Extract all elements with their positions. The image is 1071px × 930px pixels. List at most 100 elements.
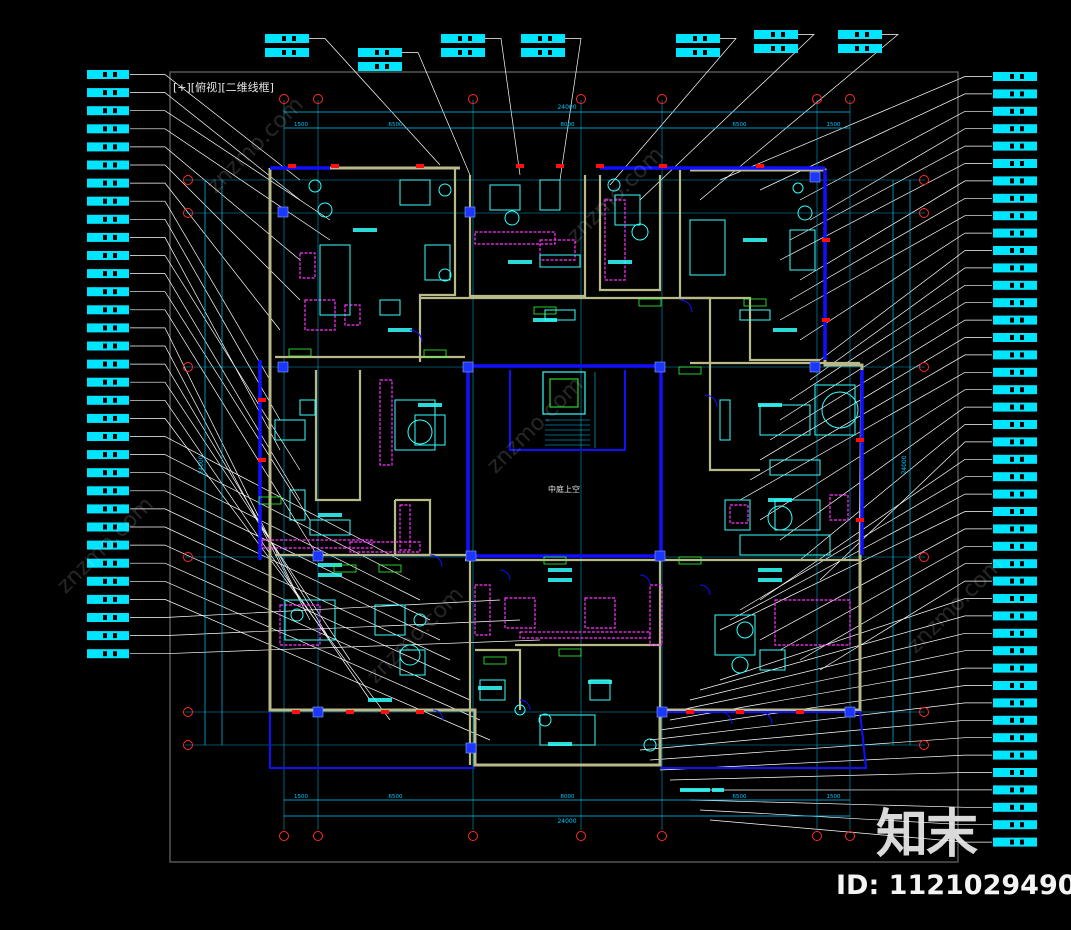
callout-tag-mark [1020,579,1024,584]
callout-tag-mark [1020,74,1024,79]
callout-tag-mark [1020,231,1024,236]
leader-line [660,686,992,731]
callout-tag-mark [103,398,107,403]
callout-tag-mark [103,307,107,312]
callout-tag-mark [1010,492,1014,497]
furniture-block [790,230,815,270]
callout-tag [87,342,129,351]
callout-tag [993,211,1037,220]
callout-tag-mark [113,271,117,276]
door-tag [484,657,506,664]
callout-tag-mark [1020,613,1024,618]
callout-tag-mark [113,90,117,95]
callout-tag-fill [87,106,129,115]
opening-marker [258,398,266,402]
callout-tag [87,124,129,133]
callout-tag-fill [87,215,129,224]
callout-tag-mark [113,434,117,439]
callout-tag-mark [1010,683,1014,688]
callout-tag-mark [1010,666,1014,671]
callout-tag-mark [113,561,117,566]
room-label-tag [318,513,342,517]
furniture-block [740,535,830,555]
dimension-text: 6500 [733,794,747,800]
dimension-text: 8000 [561,122,575,128]
furniture-block [540,715,595,745]
callout-tag-fill [521,48,565,57]
callout-tag-mark [1020,544,1024,549]
callout-tag-fill [993,646,1037,655]
furniture-block [425,245,450,280]
callout-tag [676,48,720,57]
callout-tag-mark [1010,335,1014,340]
callout-tag-mark [1010,144,1014,149]
callout-tag [993,733,1037,742]
viewport-label[interactable]: [+][俯视][二维线框] [173,79,274,95]
callout-tag-mark [538,36,542,41]
callout-tag-mark [113,108,117,113]
callout-tag-mark [1010,283,1014,288]
leader-line [800,425,992,561]
callout-tag-fill [676,34,720,43]
opening-marker [856,518,864,522]
callout-tag [87,197,129,206]
callout-tag [993,716,1037,725]
callout-tag [993,281,1037,290]
column [810,172,820,182]
leader-line [130,581,480,720]
callout-tag-mark [103,579,107,584]
callout-tag-mark [103,163,107,168]
column [655,362,665,372]
callout-tag-fill [993,403,1037,412]
leader-line [680,651,992,710]
callout-tag-fill [87,414,129,423]
callout-tag [993,107,1037,116]
door-swing [500,570,510,580]
opening-marker [756,164,764,168]
callout-tag [993,646,1037,655]
callout-tag [87,161,129,170]
furniture-block [475,232,555,244]
watermark-site-text: znzmo.com [562,142,668,248]
leader-line [760,529,992,640]
furniture-block [505,598,535,628]
room-label-tag [758,568,782,572]
callout-tag-mark [1020,283,1024,288]
furniture-block [770,460,820,475]
callout-tag-fill [993,124,1037,133]
leader-line [780,407,992,540]
callout-tag-mark [113,307,117,312]
axis-bubble [469,832,478,841]
axis-bubble [846,832,855,841]
callout-tag-mark [1020,822,1024,827]
room-label-tag [353,228,377,232]
furniture-block [690,220,725,275]
callout-tag-fill [993,350,1037,359]
furniture-block [415,415,445,445]
axis-bubble [280,832,289,841]
plan-caption-tag [712,788,724,792]
callout-tag-mark [103,72,107,77]
callout-tag [993,316,1037,325]
room-label-tag [588,680,612,684]
opening-marker [416,710,424,714]
callout-tag-fill [993,594,1037,603]
callout-tag [87,396,129,405]
callout-tag-mark [1020,161,1024,166]
furniture-circle [539,714,551,726]
callout-tag-fill [993,72,1037,81]
callout-tag-fill [993,420,1037,429]
callout-tag-fill [993,733,1037,742]
callout-tag-mark [1020,213,1024,218]
callout-tag-mark [103,597,107,602]
leader-line [130,147,300,260]
callout-tag [358,62,402,71]
furniture-block [520,632,650,638]
callout-tag [87,360,129,369]
callout-tag [993,542,1037,551]
callout-tag-mark [103,217,107,222]
callout-tag [358,48,402,57]
callout-tag-fill [521,34,565,43]
column [278,362,288,372]
